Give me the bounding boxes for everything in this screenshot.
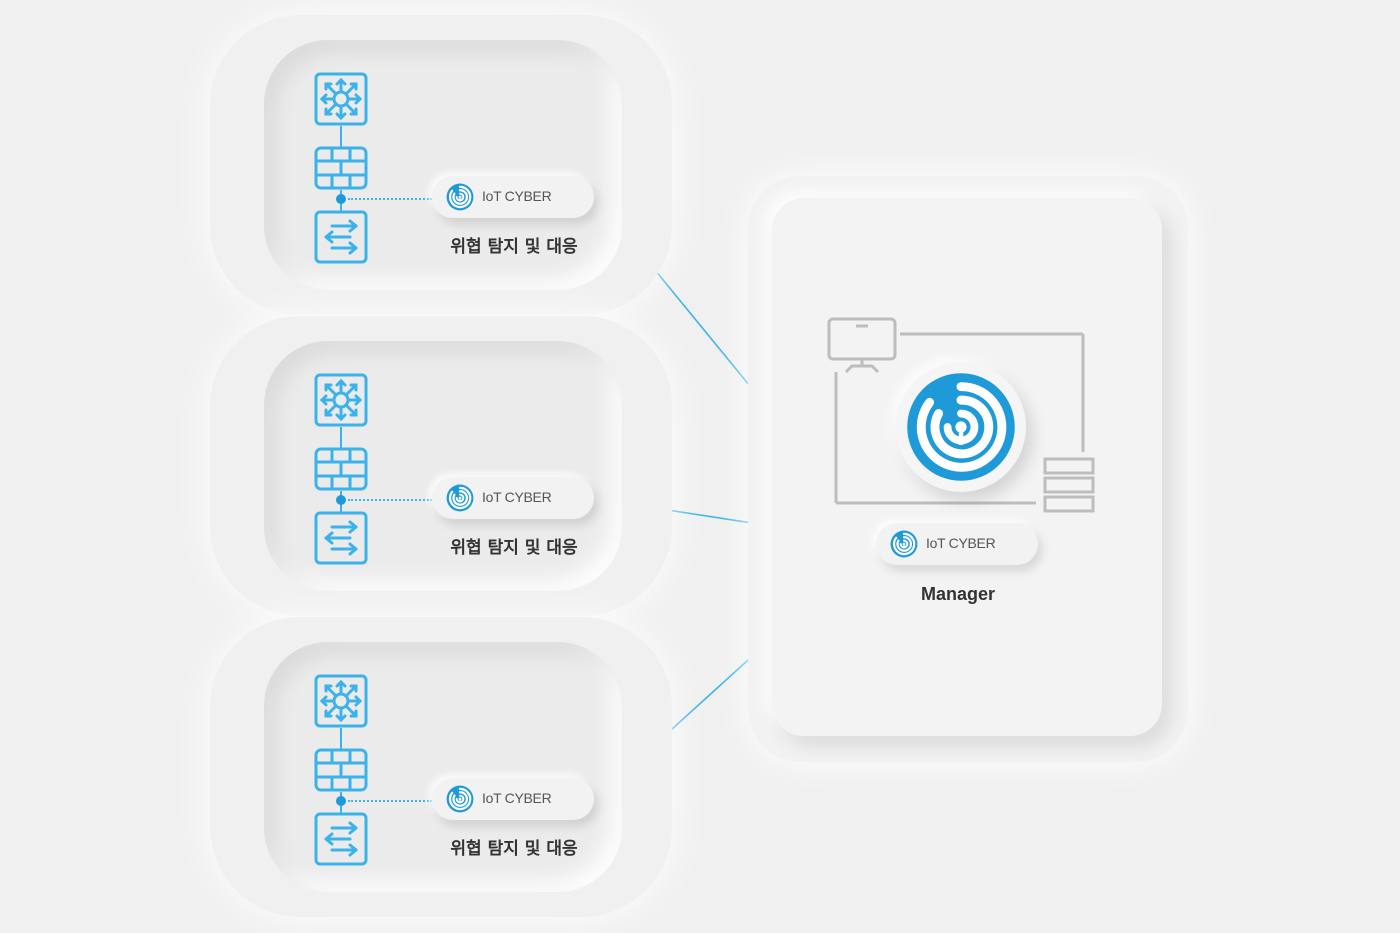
iot-cyber-logo-icon <box>446 785 474 813</box>
link-dot <box>336 796 346 806</box>
dashed-link <box>348 198 432 200</box>
site-label: 위협 탐지 및 대응 <box>450 839 578 859</box>
iot-cyber-logo-icon <box>905 371 1017 483</box>
core-switch-icon <box>314 674 368 728</box>
iot-cyber-logo-icon <box>890 530 918 558</box>
site-2-panel: IoT CYBER 위협 탐지 및 대응 <box>264 341 622 591</box>
badge-text: IoT CYBER <box>482 188 552 204</box>
firewall-icon <box>314 447 368 491</box>
iot-cyber-logo-icon <box>446 183 474 211</box>
monitor-icon <box>827 317 897 374</box>
badge-text: IoT CYBER <box>926 535 996 551</box>
switch-icon <box>314 210 368 264</box>
site-1-panel: IoT CYBER 위협 탐지 및 대응 <box>264 40 622 290</box>
iot-cyber-logo-icon <box>446 484 474 512</box>
switch-icon <box>314 511 368 565</box>
site-label: 위협 탐지 및 대응 <box>450 538 578 558</box>
link-dot <box>336 495 346 505</box>
firewall-icon <box>314 146 368 190</box>
site-label: 위협 탐지 및 대응 <box>450 237 578 257</box>
iot-cyber-badge: IoT CYBER <box>432 477 594 519</box>
iot-cyber-badge: IoT CYBER <box>432 176 594 218</box>
manager-network-frame <box>827 317 1095 513</box>
server-stack-icon <box>1043 457 1095 513</box>
badge-text: IoT CYBER <box>482 489 552 505</box>
dashed-link <box>348 800 432 802</box>
core-switch-icon <box>314 72 368 126</box>
switch-icon <box>314 812 368 866</box>
site-3-panel: IoT CYBER 위협 탐지 및 대응 <box>264 642 622 892</box>
core-switch-icon <box>314 373 368 427</box>
firewall-icon <box>314 748 368 792</box>
link-dot <box>336 194 346 204</box>
link-line <box>340 728 342 750</box>
badge-text: IoT CYBER <box>482 790 552 806</box>
link-line <box>340 126 342 148</box>
manager-iot-cyber-badge: IoT CYBER <box>876 523 1038 565</box>
manager-label: Manager <box>920 584 996 604</box>
link-line <box>340 427 342 449</box>
iot-cyber-badge: IoT CYBER <box>432 778 594 820</box>
dashed-link <box>348 499 432 501</box>
